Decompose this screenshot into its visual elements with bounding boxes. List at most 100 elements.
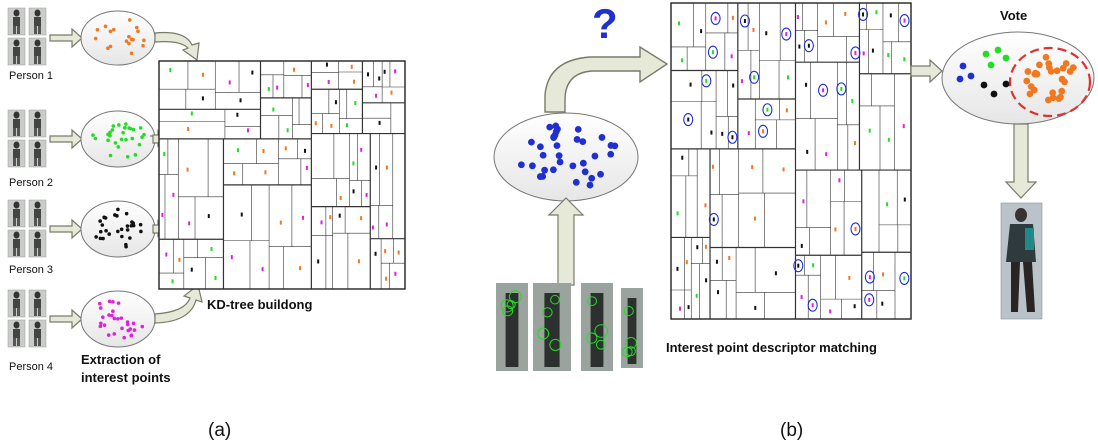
feature-dot xyxy=(127,126,131,130)
tree-frame xyxy=(670,2,912,320)
interest-point-marker xyxy=(549,338,562,351)
tree-point xyxy=(366,72,369,77)
feature-dot xyxy=(111,27,116,32)
arrow-right-icon xyxy=(49,308,83,330)
match-marker xyxy=(739,14,750,28)
feature-dot xyxy=(125,224,130,228)
query-dot xyxy=(528,138,535,146)
match-marker xyxy=(899,271,910,285)
tree-point xyxy=(354,101,357,106)
interest-point-marker xyxy=(622,346,633,358)
feature-dot xyxy=(129,223,134,228)
match-marker xyxy=(850,46,861,60)
feature-dot xyxy=(111,300,115,304)
feature-dot xyxy=(137,142,142,147)
interest-point-marker xyxy=(550,294,560,305)
tree-point xyxy=(721,131,724,136)
match-marker xyxy=(727,130,738,144)
tree-point xyxy=(753,75,756,80)
tree-point xyxy=(762,129,765,134)
tree-point xyxy=(329,215,332,220)
tree-point xyxy=(384,249,387,254)
feature-dot xyxy=(116,145,121,149)
query-dot xyxy=(536,143,544,151)
vote-dot xyxy=(959,62,967,70)
feature-dot xyxy=(132,328,137,332)
tree-point xyxy=(704,244,707,249)
tree-point xyxy=(705,278,708,283)
input-arrows-a xyxy=(49,27,83,330)
tree-point xyxy=(375,165,378,170)
feature-dot xyxy=(112,316,117,321)
tree-point xyxy=(806,149,809,154)
feature-cluster-person-1 xyxy=(80,10,156,66)
feature-dot xyxy=(119,227,124,232)
match-marker xyxy=(707,45,718,59)
tree-point xyxy=(717,290,720,295)
tree-point xyxy=(201,96,204,101)
vote-dot xyxy=(1066,68,1074,75)
query-dot xyxy=(581,168,589,176)
tree-point xyxy=(676,211,679,216)
tree-point xyxy=(284,146,287,151)
tree-point xyxy=(286,128,289,133)
tree-point xyxy=(812,263,815,268)
tree-point xyxy=(352,161,355,166)
tree-point xyxy=(695,293,698,298)
tree-point xyxy=(766,107,769,112)
tree-point xyxy=(868,275,871,280)
tree-point xyxy=(712,217,715,222)
tree-point xyxy=(239,98,242,103)
tree-point xyxy=(230,255,233,260)
tree-point xyxy=(325,62,328,67)
extraction-label-line2: interest points xyxy=(81,370,171,385)
kd-tree-partition xyxy=(158,60,406,290)
tree-point xyxy=(732,83,735,88)
tree-point xyxy=(868,128,871,133)
match-marker xyxy=(749,70,760,84)
interest-point-marker xyxy=(623,305,634,317)
feature-dot xyxy=(112,332,117,336)
person-1-label: Person 1 xyxy=(9,70,54,82)
tree-point xyxy=(774,271,777,276)
feature-dot xyxy=(101,236,105,241)
match-marker xyxy=(836,82,847,96)
person-thumbnails xyxy=(7,7,47,348)
tree-point xyxy=(681,58,684,63)
feature-dot xyxy=(116,229,120,234)
query-dot xyxy=(574,125,582,133)
person-thumbnail xyxy=(7,199,47,258)
feature-dot xyxy=(134,25,139,30)
tree-point xyxy=(785,108,788,113)
vote-dot xyxy=(987,61,995,69)
interest-point-marker xyxy=(596,339,606,350)
feature-dot xyxy=(125,322,130,327)
feature-dot xyxy=(141,43,145,48)
feature-dot xyxy=(124,39,129,43)
tree-point xyxy=(740,79,743,84)
tree-point xyxy=(276,85,279,90)
tree-point xyxy=(854,50,857,55)
tree-point xyxy=(711,50,714,55)
tree-point xyxy=(743,19,746,24)
tree-point xyxy=(371,225,374,230)
person-thumbnail xyxy=(7,289,47,348)
match-marker xyxy=(899,14,910,28)
tree-point xyxy=(262,148,265,153)
vote-dot xyxy=(994,46,1002,54)
feature-dot xyxy=(130,136,135,141)
query-dot xyxy=(541,166,549,174)
person-2-label: Person 2 xyxy=(9,177,54,189)
interest-point-marker xyxy=(542,307,553,318)
tree-point xyxy=(314,121,317,126)
tree-point xyxy=(383,69,386,74)
tree-point xyxy=(881,301,884,306)
tree-point xyxy=(903,18,906,23)
feature-dot xyxy=(133,153,138,157)
feature-dot xyxy=(106,132,110,137)
tree-point xyxy=(903,197,906,202)
tree-point xyxy=(163,152,166,157)
vote-dot xyxy=(1049,89,1057,97)
feature-dot xyxy=(111,309,115,314)
